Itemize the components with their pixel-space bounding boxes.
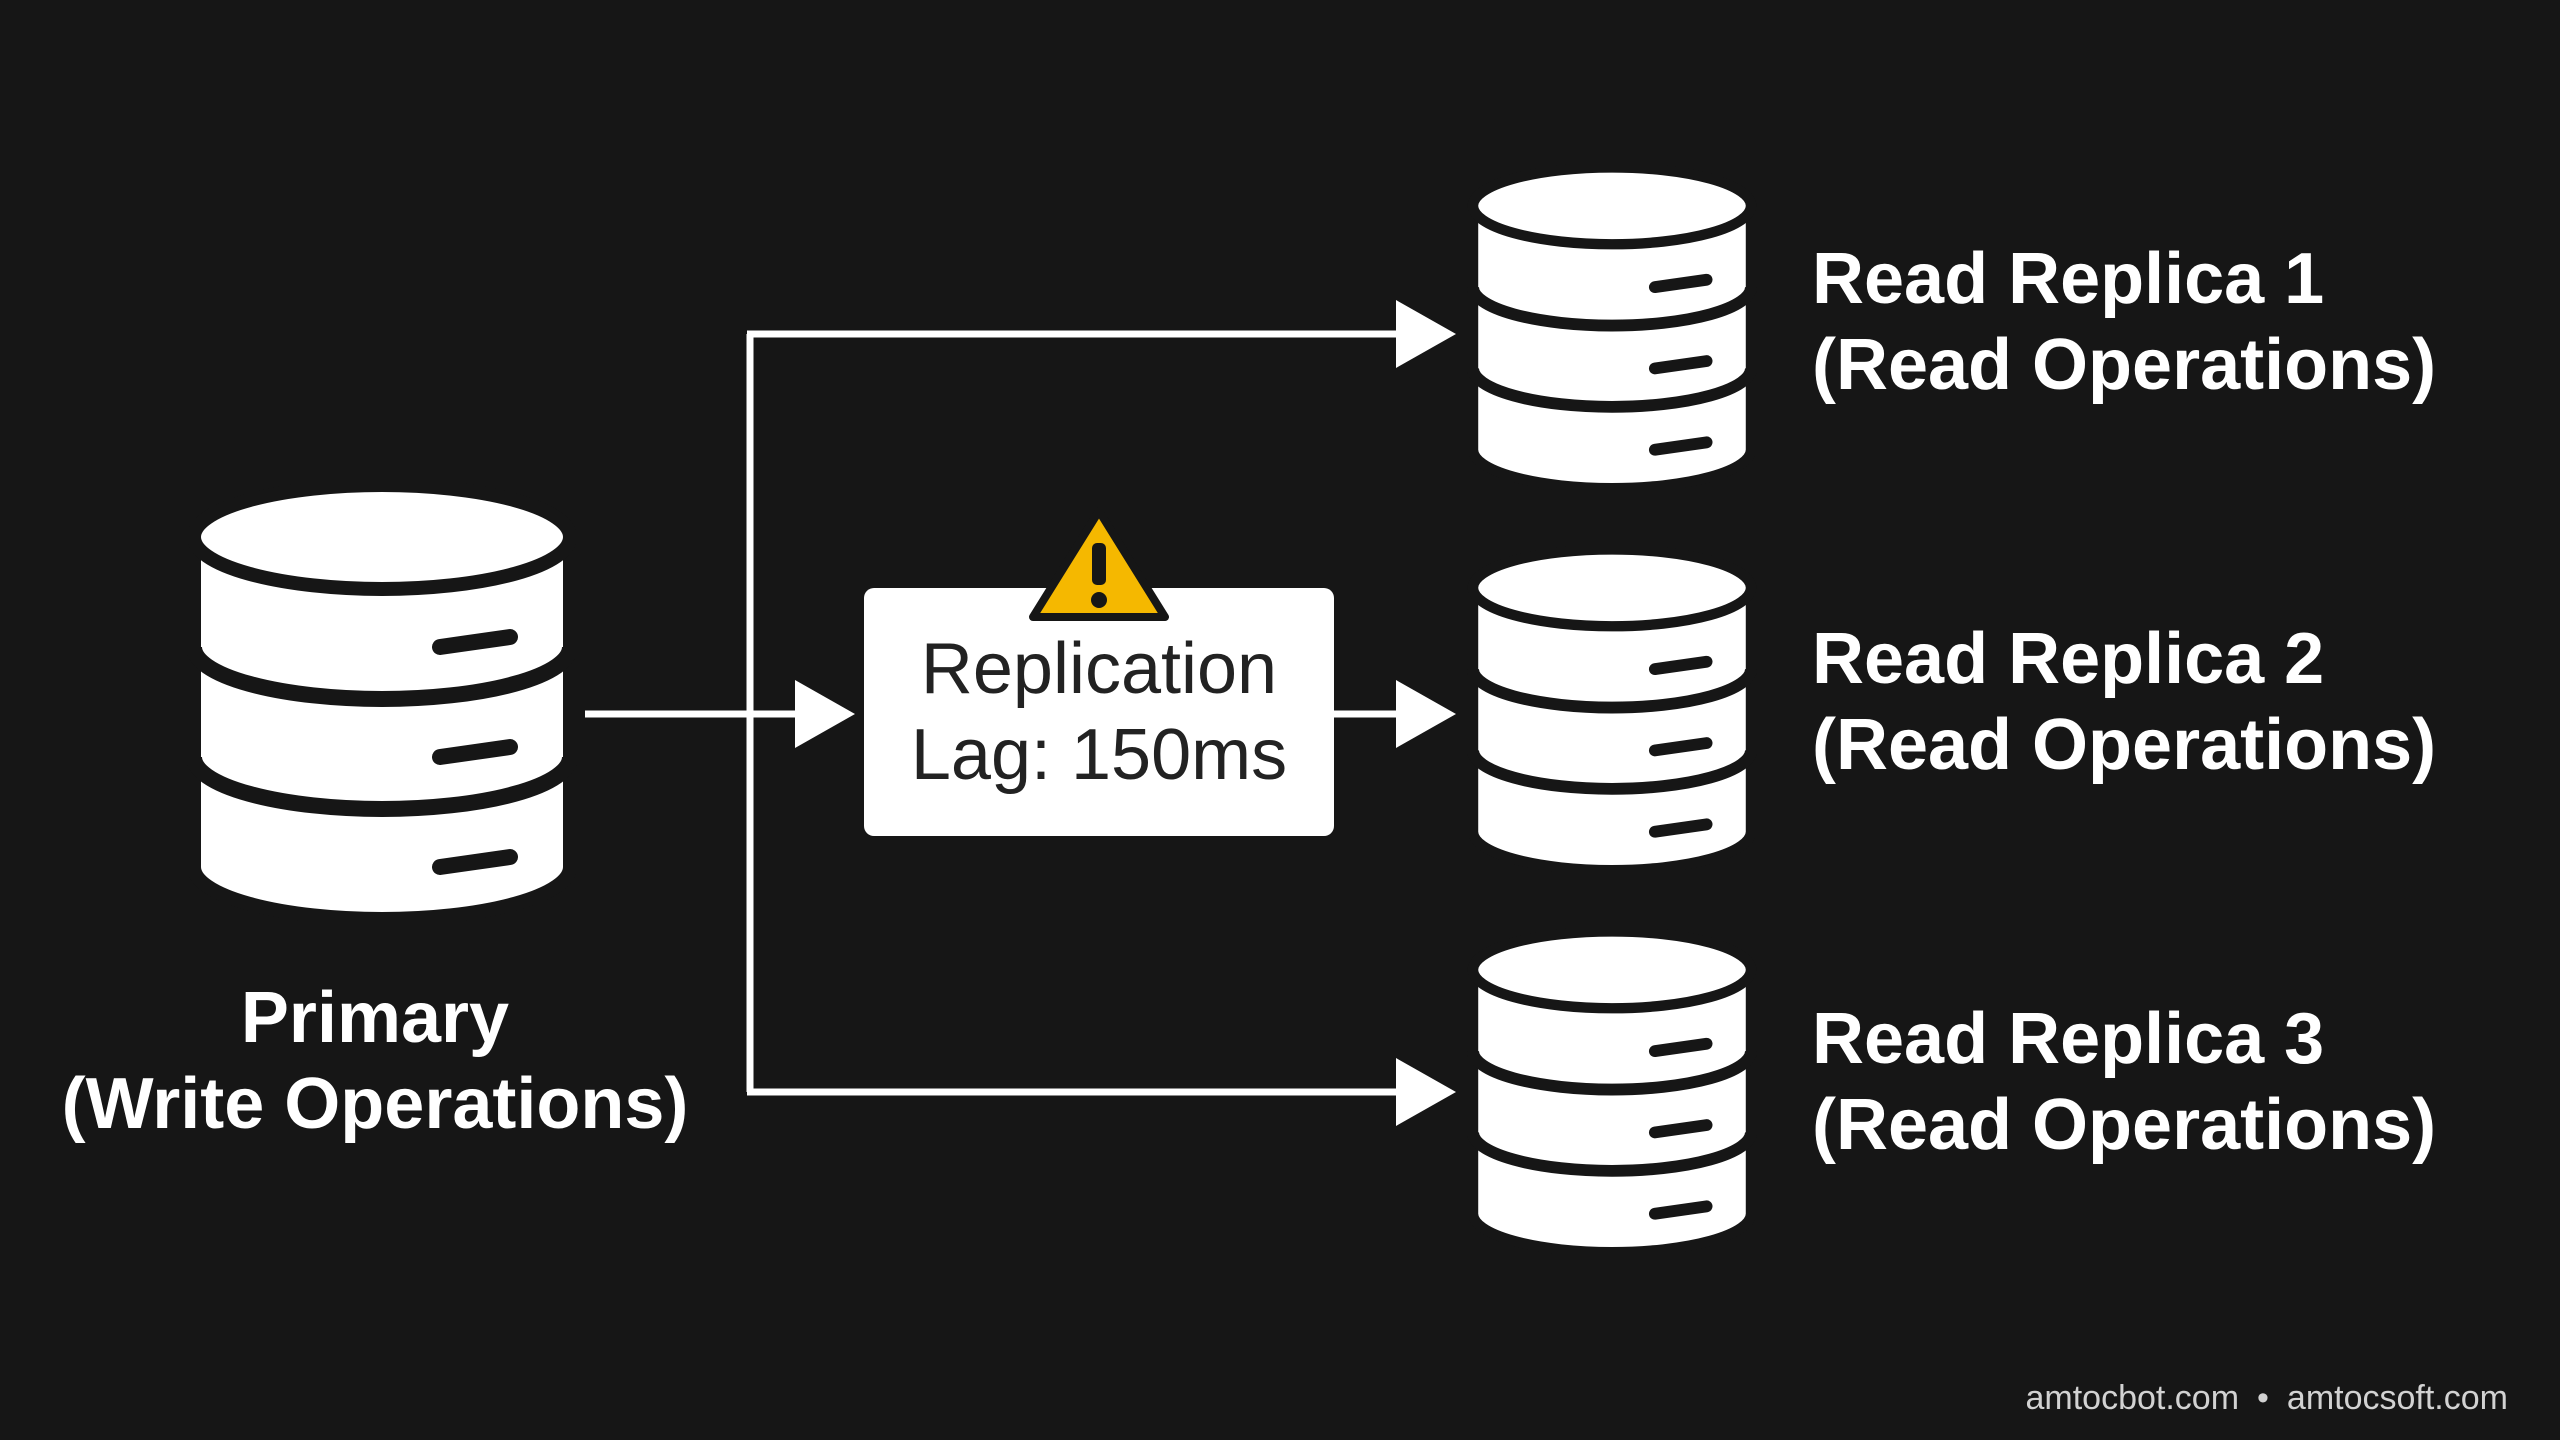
replica-3-database-icon [1473, 931, 1751, 1252]
replication-lag-line-1: Replication [920, 628, 1278, 709]
arrowhead-to-replica-1 [1396, 300, 1456, 368]
replica-3-label: Read Replica 3 (Read Operations) [1812, 996, 2436, 1169]
replication-lag-line-2: Lag: 150ms [910, 715, 1288, 795]
arrowhead-to-lag [795, 680, 855, 748]
arrowhead-to-replica-3 [1396, 1058, 1456, 1126]
primary-database-icon [194, 485, 570, 919]
replica-1-subtitle: (Read Operations) [1812, 325, 2437, 406]
replica-1-title: Read Replica 1 [1812, 239, 2325, 319]
connectors [585, 330, 1410, 1096]
primary-title: Primary [240, 978, 510, 1058]
footer-separator: • [2257, 1379, 2269, 1417]
footer-site-2: amtocsoft.com [2286, 1379, 2508, 1417]
footer-credits: amtocbot.com • amtocsoft.com [2025, 1379, 2508, 1418]
replica-2-label: Read Replica 2 (Read Operations) [1812, 616, 2436, 789]
replica-3-subtitle: (Read Operations) [1812, 1085, 2437, 1166]
replica-3-title: Read Replica 3 [1812, 999, 2325, 1079]
warning-icon [1029, 507, 1169, 621]
arrowheads [795, 300, 1456, 1126]
footer-site-1: amtocbot.com [2025, 1379, 2240, 1417]
replica-2-title: Read Replica 2 [1812, 619, 2325, 699]
primary-subtitle: (Write Operations) [61, 1064, 689, 1145]
replication-lag-box: Replication Lag: 150ms [864, 588, 1334, 836]
arrowhead-to-replica-2 [1396, 680, 1456, 748]
primary-label: Primary (Write Operations) [0, 975, 750, 1148]
replica-1-database-icon [1473, 167, 1751, 488]
replica-2-database-icon [1473, 549, 1751, 870]
replica-2-subtitle: (Read Operations) [1812, 705, 2437, 786]
replica-1-label: Read Replica 1 (Read Operations) [1812, 236, 2436, 409]
